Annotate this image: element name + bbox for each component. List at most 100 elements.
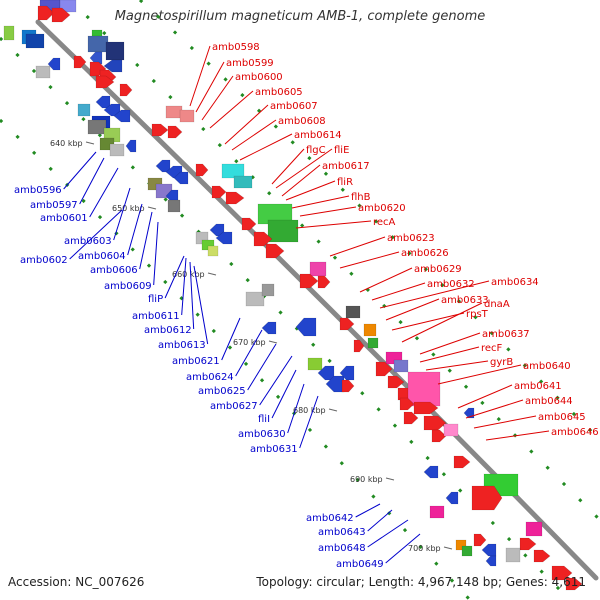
gene-feature-27 [151, 123, 169, 137]
reverse-label-14: amb0624 [186, 372, 234, 383]
gene-feature-65 [363, 323, 377, 337]
forward-label-8: flgC [306, 145, 326, 156]
gene-feature-13 [73, 55, 87, 69]
reverse-label-19: amb0631 [250, 444, 298, 455]
reverse-label-2: amb0597 [30, 200, 78, 211]
forward-leader-4 [209, 90, 254, 129]
reverse-leader-3 [89, 167, 119, 218]
gene-feature-85 [463, 407, 475, 419]
gene-feature-71 [339, 365, 355, 381]
gene-feature-56 [245, 291, 265, 307]
reverse-label-17: fliI [258, 414, 270, 425]
gene-feature-90 [445, 491, 459, 505]
forward-label-20: amb0633 [441, 295, 489, 306]
forward-leader-3 [201, 75, 234, 121]
reverse-label-10: amb0611 [132, 311, 180, 322]
reverse-leader-8 [153, 221, 159, 286]
gene-feature-94 [533, 549, 551, 563]
forward-leader-28 [465, 399, 524, 419]
forward-label-17: amb0629 [414, 264, 462, 275]
reverse-leader-11 [189, 261, 195, 330]
reverse-label-20: amb0642 [306, 513, 354, 524]
forward-label-24: recF [481, 343, 503, 354]
tick-mark-4 [268, 340, 278, 344]
forward-leader-29 [473, 415, 537, 429]
gene-feature-7 [25, 33, 45, 49]
gene-feature-53 [241, 217, 257, 231]
reverse-leader-7 [139, 211, 153, 270]
gene-feature-69 [317, 365, 335, 381]
gene-feature-26 [179, 109, 195, 123]
gene-feature-19 [119, 83, 133, 97]
map-title: Magnetospirillum magneticum AMB-1, compl… [114, 9, 486, 24]
reverse-label-15: amb0625 [198, 386, 246, 397]
forward-leader-20 [385, 298, 440, 321]
gene-feature-70 [325, 375, 345, 393]
forward-label-23: amb0637 [482, 329, 530, 340]
gene-feature-88 [471, 485, 503, 511]
gene-feature-36 [173, 171, 189, 185]
reverse-label-5: amb0602 [20, 255, 68, 266]
forward-leader-27 [457, 384, 513, 409]
gene-feature-33 [125, 139, 137, 153]
reverse-label-16: amb0627 [210, 401, 258, 412]
reverse-leader-23 [385, 533, 421, 564]
forward-label-10: amb0617 [322, 161, 370, 172]
reverse-leader-12 [193, 265, 209, 345]
gene-feature-92 [525, 521, 543, 537]
forward-label-7: amb0614 [294, 130, 342, 141]
forward-leader-17 [359, 267, 413, 293]
forward-label-18: amb0632 [427, 279, 475, 290]
reverse-leader-21 [367, 509, 393, 532]
tick-label-3: 660 kbp [172, 270, 205, 279]
gene-feature-98 [485, 555, 497, 567]
gene-feature-91 [429, 505, 445, 519]
reverse-label-3: amb0601 [40, 213, 88, 224]
reverse-label-12: amb0613 [158, 340, 206, 351]
tick-mark-1 [85, 141, 95, 145]
gene-feature-74 [393, 359, 409, 373]
forward-leader-19 [379, 280, 490, 309]
reverse-leader-18 [287, 383, 305, 434]
gene-feature-55 [265, 243, 285, 259]
reverse-leader-2 [79, 157, 105, 205]
gene-feature-57 [261, 283, 275, 297]
forward-leader-26 [437, 364, 522, 385]
gene-feature-9 [87, 35, 109, 53]
gene-feature-20 [95, 95, 111, 109]
tick-label-4: 670 kbp [233, 338, 266, 347]
forward-label-29: amb0645 [538, 412, 586, 423]
gene-feature-50 [207, 245, 219, 257]
gene-feature-10 [105, 41, 125, 61]
gene-feature-95 [505, 547, 521, 563]
gene-feature-67 [353, 339, 365, 353]
forward-leader-25 [425, 360, 489, 371]
gene-feature-96 [473, 533, 487, 547]
gene-feature-18 [95, 75, 115, 89]
forward-label-25: gyrB [490, 357, 513, 368]
tick-label-6: 690 kbp [350, 475, 383, 484]
gene-feature-22 [113, 109, 131, 123]
gene-feature-68 [307, 357, 323, 371]
gene-feature-64 [339, 317, 355, 331]
reverse-leader-6 [127, 203, 143, 256]
gene-feature-63 [345, 305, 361, 319]
reverse-leader-17 [271, 369, 297, 419]
tick-mark-6 [385, 477, 395, 481]
reverse-label-9: fliP [148, 294, 163, 305]
forward-label-21: dnaA [484, 299, 510, 310]
forward-leader-12 [291, 195, 350, 209]
track-ring-2 [68, 0, 600, 522]
gene-feature-58 [309, 261, 327, 277]
reverse-leader-14 [235, 329, 263, 377]
forward-leader-16 [339, 251, 400, 269]
reverse-label-8: amb0609 [104, 281, 152, 292]
gene-feature-86 [453, 455, 471, 469]
forward-leader-14 [295, 220, 372, 229]
reverse-label-22: amb0648 [318, 543, 366, 554]
tick-label-2: 650 kbp [112, 204, 145, 213]
forward-label-4: amb0605 [255, 87, 303, 98]
gene-feature-60 [317, 275, 331, 289]
reverse-leader-13 [221, 317, 241, 361]
reverse-label-23: amb0649 [336, 559, 384, 570]
